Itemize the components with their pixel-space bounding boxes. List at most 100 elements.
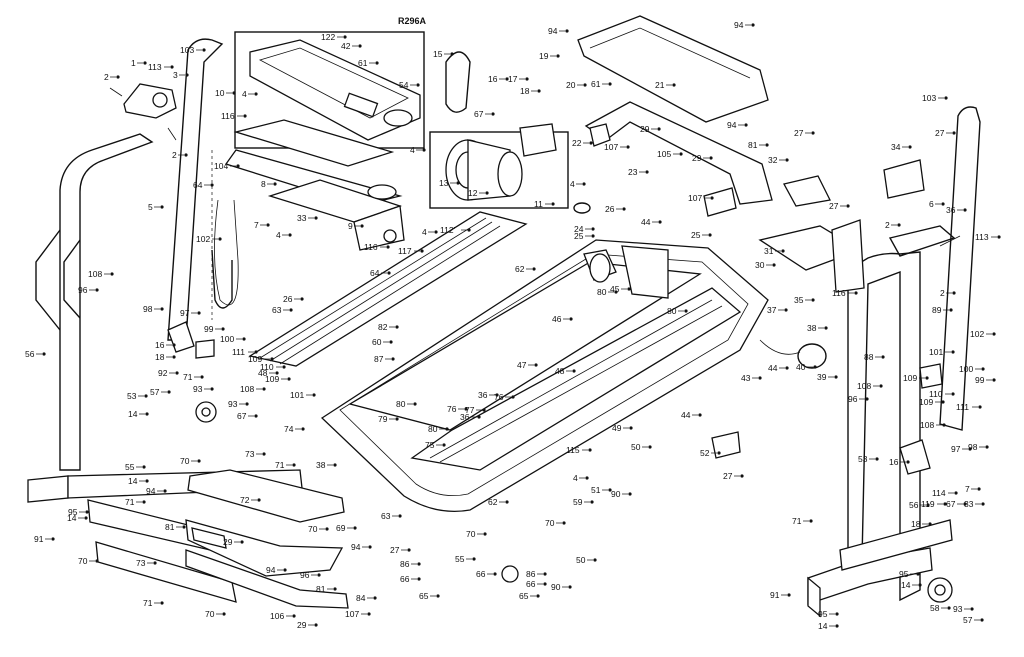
callout-dot xyxy=(389,340,393,344)
callout-label: 89 xyxy=(932,305,942,315)
callout-dot xyxy=(314,623,318,627)
callout-dot xyxy=(977,487,981,491)
callout-label: 96 xyxy=(848,394,858,404)
callout-label: 93 xyxy=(953,604,963,614)
callout-label: 94 xyxy=(727,120,737,130)
callout-dot xyxy=(142,465,146,469)
callout-dot xyxy=(197,459,201,463)
callout-label: 86 xyxy=(526,569,536,579)
callout-label: 80 xyxy=(428,424,438,434)
callout-dot xyxy=(367,612,371,616)
callout-dot xyxy=(445,427,449,431)
callout-dot xyxy=(262,387,266,391)
callout-label: 27 xyxy=(390,545,400,555)
callout-dot xyxy=(358,44,362,48)
callout-label: 11 xyxy=(534,199,543,209)
callout-label: 36 xyxy=(946,205,956,215)
callout-dot xyxy=(300,297,304,301)
callout-dot xyxy=(684,309,688,313)
callout-label: 60 xyxy=(372,337,382,347)
callout-label: 4 xyxy=(422,227,427,237)
callout-label: 70 xyxy=(466,529,476,539)
callout-label: 15 xyxy=(433,49,443,59)
callout-dot xyxy=(672,83,676,87)
callout-dot xyxy=(167,390,171,394)
callout-label: 25 xyxy=(691,230,701,240)
callout-dot xyxy=(493,572,497,576)
callout-dot xyxy=(160,205,164,209)
callout-dot xyxy=(145,479,149,483)
callout-dot xyxy=(175,371,179,375)
callout-label: 53 xyxy=(127,391,137,401)
callout-label: 91 xyxy=(770,590,780,600)
callout-dot xyxy=(708,233,712,237)
callout-label: 65 xyxy=(519,591,529,601)
callout-label: 109 xyxy=(903,373,917,383)
callout-dot xyxy=(292,614,296,618)
callout-dot xyxy=(978,405,982,409)
callout-dot xyxy=(172,355,176,359)
callout-label: 62 xyxy=(488,497,498,507)
callout-label: 117 xyxy=(398,246,412,256)
callout-dot xyxy=(846,204,850,208)
callout-label: 26 xyxy=(605,204,615,214)
callout-dot xyxy=(275,371,279,375)
callout-dot xyxy=(283,568,287,572)
callout-label: 65 xyxy=(419,591,429,601)
drawing-id: R296A xyxy=(398,16,427,26)
callout-dot xyxy=(926,503,930,507)
callout-dot xyxy=(84,516,88,520)
callout-label: 29 xyxy=(692,153,702,163)
callout-dot xyxy=(317,573,321,577)
callout-label: 84 xyxy=(356,593,366,603)
callout-label: 4 xyxy=(410,145,415,155)
callout-dot xyxy=(407,548,411,552)
callout-label: 99 xyxy=(975,375,985,385)
callout-dot xyxy=(240,540,244,544)
callout-label: 14 xyxy=(128,409,138,419)
callout-dot xyxy=(568,585,572,589)
callout-dot xyxy=(243,114,247,118)
callout-dot xyxy=(881,355,885,359)
callout-label: 64 xyxy=(193,180,203,190)
callout-label: 14 xyxy=(128,476,138,486)
callout-dot xyxy=(583,83,587,87)
callout-label: 94 xyxy=(266,565,276,575)
callout-dot xyxy=(622,207,626,211)
callout-dot xyxy=(413,402,417,406)
callout-label: 7 xyxy=(254,220,259,230)
callout-dot xyxy=(292,463,296,467)
callout-dot xyxy=(289,308,293,312)
callout-label: 35 xyxy=(794,295,804,305)
callout-label: 108 xyxy=(920,420,934,430)
callout-dot xyxy=(916,572,920,576)
callout-dot xyxy=(582,182,586,186)
callout-dot xyxy=(537,89,541,93)
callout-label: 108 xyxy=(857,381,871,391)
callout-label: 46 xyxy=(552,314,562,324)
callout-label: 109 xyxy=(265,374,279,384)
running-belt xyxy=(248,211,528,367)
callout-label: 29 xyxy=(297,620,307,630)
callout-label: 38 xyxy=(316,460,326,470)
callout-dot xyxy=(551,202,555,206)
callout-label: 61 xyxy=(358,58,368,68)
callout-label: 27 xyxy=(935,128,945,138)
callout-dot xyxy=(160,307,164,311)
callout-label: 70 xyxy=(78,556,88,566)
callout-label: 42 xyxy=(341,41,351,51)
left-bracket xyxy=(109,83,177,141)
callout-dot xyxy=(116,75,120,79)
callout-dot xyxy=(944,96,948,100)
callout-dot xyxy=(942,423,946,427)
callout-label: 2 xyxy=(104,72,109,82)
motor-inset-box xyxy=(429,123,569,209)
callout-label: 71 xyxy=(143,598,153,608)
callout-dot xyxy=(333,587,337,591)
callout-label: 21 xyxy=(655,80,665,90)
callout-dot xyxy=(543,572,547,576)
callout-dot xyxy=(997,235,1001,239)
callout-label: 107 xyxy=(345,609,359,619)
callout-label: 36 xyxy=(460,412,470,422)
callout-label: 70 xyxy=(205,609,215,619)
